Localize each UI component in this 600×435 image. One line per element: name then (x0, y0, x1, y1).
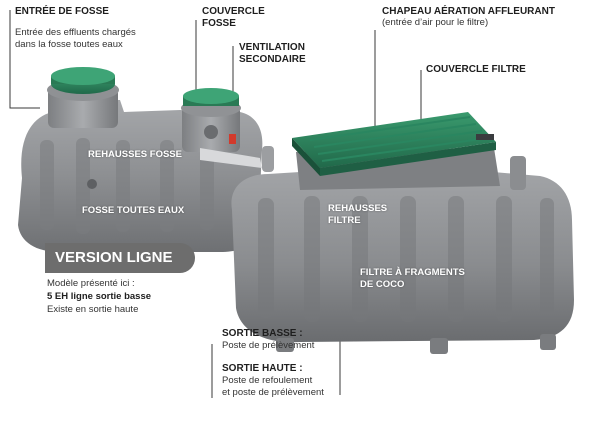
label-sortie-haute-desc-2: et poste de prélèvement (222, 387, 324, 398)
ventilation-cap (229, 134, 236, 144)
label-ventilation-2: SECONDAIRE (239, 54, 306, 65)
version-desc-1: Modèle présenté ici : (47, 278, 135, 289)
label-chapeau-desc: (entrée d’air pour le filtre) (382, 17, 489, 28)
connecting-pipe (200, 148, 262, 168)
label-sortie-basse-desc: Poste de prélèvement (222, 340, 315, 351)
label-filtre-coco-1: FILTRE À FRAGMENTS (360, 267, 465, 278)
label-entree-desc-1: Entrée des effluents chargés (15, 27, 136, 38)
version-badge-text: VERSION LIGNE (55, 249, 173, 266)
label-couvercle-filtre: COUVERCLE FILTRE (426, 64, 526, 75)
label-rehausses-filtre-1: REHAUSSES (328, 203, 388, 214)
label-sortie-basse: SORTIE BASSE : (222, 328, 303, 339)
fosse-cover-riser (181, 88, 241, 152)
label-sortie-haute: SORTIE HAUTE : (222, 363, 303, 374)
label-ventilation-1: VENTILATION (239, 42, 305, 53)
label-chapeau: CHAPEAU AÉRATION AFFLEURANT (382, 6, 555, 17)
label-rehausses-filtre-2: FILTRE (328, 215, 361, 226)
label-filtre-coco-2: DE COCO (360, 279, 405, 290)
label-sortie-haute-desc-1: Poste de refoulement (222, 375, 313, 386)
label-rehausses-fosse: REHAUSSES FOSSE (88, 149, 182, 160)
version-badge: VERSION LIGNE (45, 243, 195, 273)
fosse-inlet-riser (47, 67, 119, 128)
filter-cover (292, 112, 496, 176)
label-couvercle-fosse-1: COUVERCLE (202, 6, 265, 17)
label-entree-fosse: ENTRÉE DE FOSSE (15, 6, 109, 17)
version-desc-3: Existe en sortie haute (47, 304, 139, 315)
label-entree-desc-2: dans la fosse toutes eaux (15, 39, 123, 50)
label-fosse-toutes-eaux: FOSSE TOUTES EAUX (82, 205, 185, 216)
filter-tank (231, 148, 575, 354)
aeration-cap (476, 134, 494, 140)
version-desc-2: 5 EH ligne sortie basse (47, 291, 152, 302)
label-couvercle-fosse-2: FOSSE (202, 18, 236, 29)
